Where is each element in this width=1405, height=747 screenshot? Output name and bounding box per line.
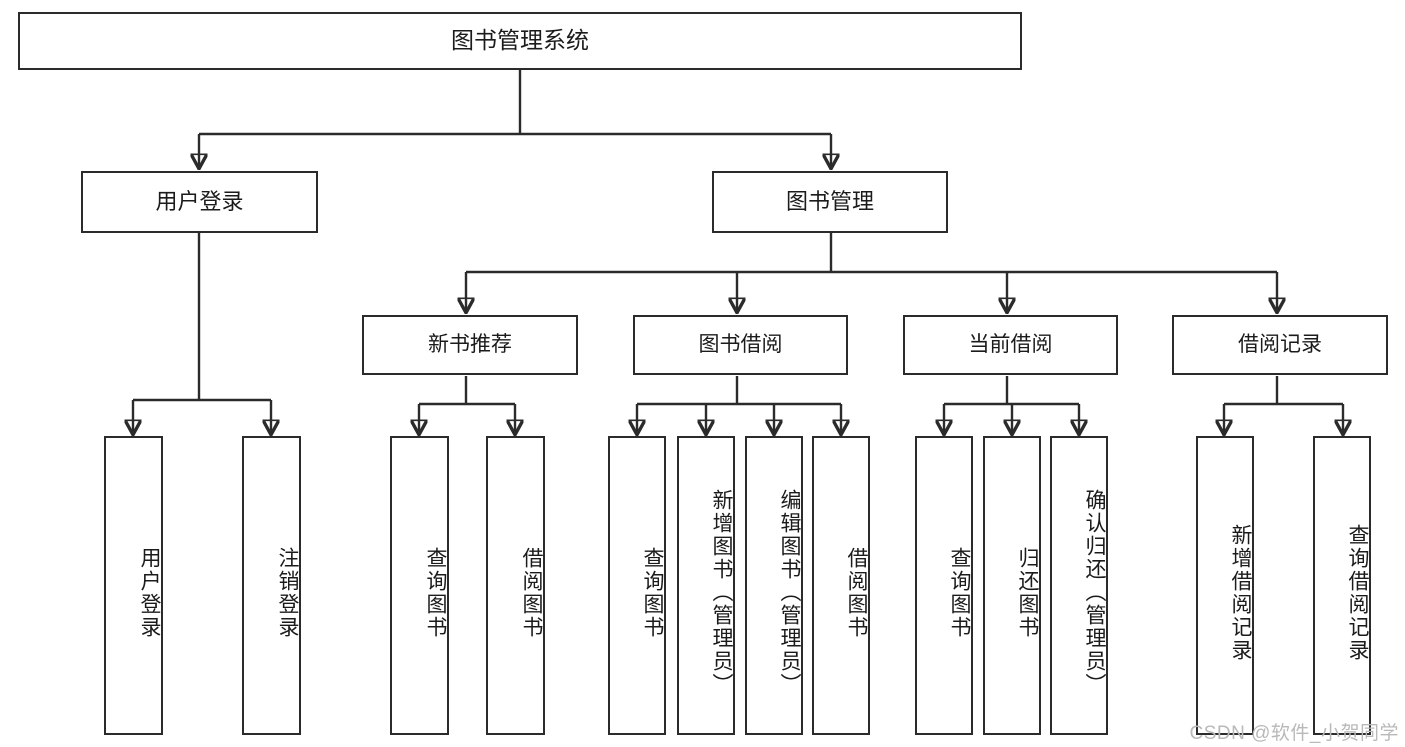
leaf-edit-book[interactable]: 编辑图书（管理员） bbox=[745, 436, 803, 735]
leaf-query-book-2[interactable]: 查询图书 bbox=[608, 436, 666, 735]
node-borrow-record-label: 借阅记录 bbox=[1238, 332, 1322, 356]
node-book-borrow[interactable]: 图书借阅 bbox=[633, 315, 848, 375]
node-user-login[interactable]: 用户登录 bbox=[81, 171, 318, 233]
leaf-borrow-book-1-label: 借阅图书 bbox=[520, 546, 543, 639]
leaf-return-book-label: 归还图书 bbox=[1016, 546, 1039, 639]
leaf-user-login[interactable]: 用户登录 bbox=[104, 436, 163, 735]
leaf-user-logout-label: 注销登录 bbox=[276, 546, 299, 639]
leaf-return-book[interactable]: 归还图书 bbox=[983, 436, 1041, 735]
node-root-label: 图书管理系统 bbox=[451, 27, 589, 54]
node-user-login-label: 用户登录 bbox=[155, 189, 244, 215]
leaf-query-book-3[interactable]: 查询图书 bbox=[915, 436, 973, 735]
leaf-user-login-label: 用户登录 bbox=[138, 546, 161, 639]
leaf-borrow-book-2[interactable]: 借阅图书 bbox=[812, 436, 870, 735]
leaf-add-record-label: 新增借阅记录 bbox=[1229, 523, 1252, 662]
node-new-book-recommend[interactable]: 新书推荐 bbox=[362, 315, 578, 375]
leaf-borrow-book-2-label: 借阅图书 bbox=[845, 546, 868, 639]
node-root[interactable]: 图书管理系统 bbox=[18, 12, 1022, 70]
node-book-borrow-label: 图书借阅 bbox=[698, 332, 783, 356]
leaf-query-book-1-label: 查询图书 bbox=[424, 546, 447, 639]
leaf-query-book-2-label: 查询图书 bbox=[641, 546, 664, 639]
leaf-add-book[interactable]: 新增图书（管理员） bbox=[677, 436, 735, 735]
leaf-query-book-3-label: 查询图书 bbox=[948, 546, 971, 639]
leaf-query-record[interactable]: 查询借阅记录 bbox=[1313, 436, 1371, 735]
node-book-management-label: 图书管理 bbox=[785, 189, 874, 215]
leaf-confirm-return-label: 确认归还（管理员） bbox=[1083, 489, 1106, 696]
leaf-query-record-label: 查询借阅记录 bbox=[1346, 523, 1369, 662]
leaf-query-book-1[interactable]: 查询图书 bbox=[390, 436, 449, 735]
node-new-book-recommend-label: 新书推荐 bbox=[428, 332, 512, 356]
watermark: CSDN @软件_小贺同学 bbox=[1189, 723, 1399, 744]
leaf-borrow-book-1[interactable]: 借阅图书 bbox=[486, 436, 545, 735]
leaf-confirm-return[interactable]: 确认归还（管理员） bbox=[1050, 436, 1108, 735]
leaf-add-record[interactable]: 新增借阅记录 bbox=[1196, 436, 1254, 735]
node-book-management[interactable]: 图书管理 bbox=[712, 171, 948, 233]
node-borrow-record[interactable]: 借阅记录 bbox=[1172, 315, 1388, 375]
leaf-user-logout[interactable]: 注销登录 bbox=[242, 436, 301, 735]
node-current-borrow-label: 当前借阅 bbox=[968, 332, 1053, 356]
leaf-edit-book-label: 编辑图书（管理员） bbox=[778, 489, 801, 696]
node-current-borrow[interactable]: 当前借阅 bbox=[903, 315, 1118, 375]
leaf-add-book-label: 新增图书（管理员） bbox=[710, 489, 733, 696]
